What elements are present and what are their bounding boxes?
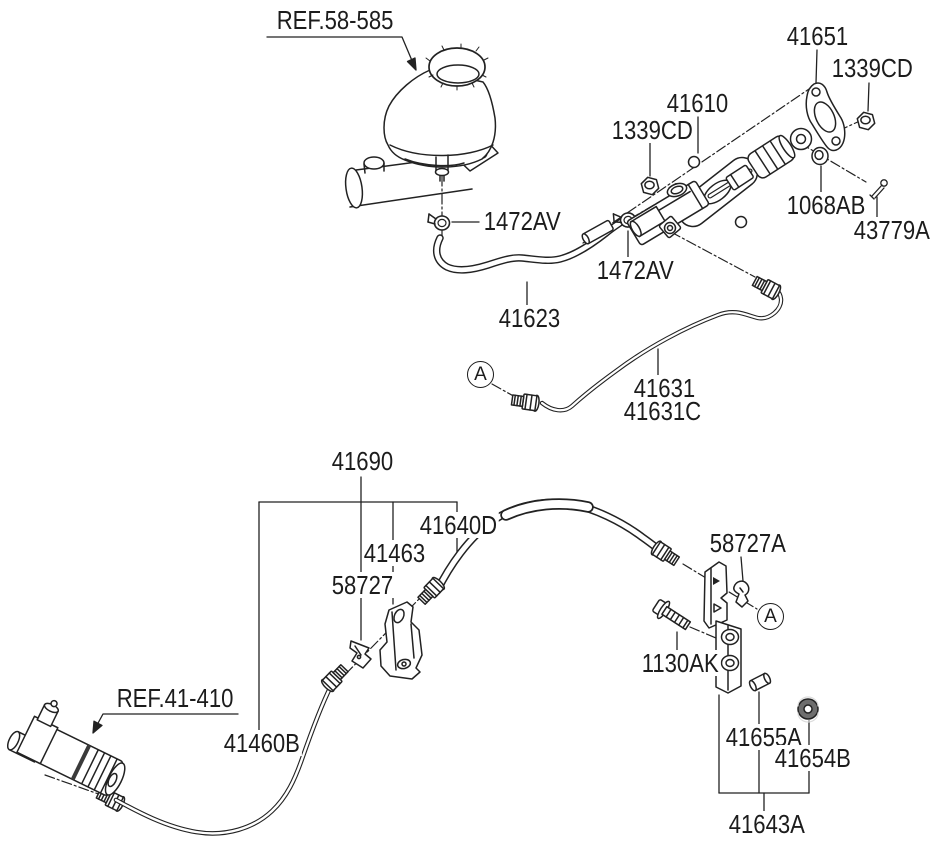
part-41640d-hose — [433, 498, 666, 595]
part-reservoir-ref-58-585 — [344, 43, 499, 209]
callout-41623: 41623 — [497, 303, 562, 333]
view-marker-a-top: A — [467, 361, 494, 388]
part-41460b-fitting-top — [319, 661, 351, 694]
callout-58727: 58727 — [330, 570, 395, 600]
part-41654b-grommet — [797, 696, 819, 723]
callout-41631c: 41631C — [622, 396, 703, 426]
callout-41640d: 41640D — [418, 510, 499, 540]
part-58727a-clip — [733, 580, 750, 608]
part-41460b-pipe — [113, 683, 334, 836]
callout-58727a: 58727A — [708, 528, 788, 558]
part-1130ak-bolt — [652, 599, 692, 631]
callout-1472av-top: 1472AV — [482, 206, 563, 236]
callout-41654b: 41654B — [773, 743, 853, 773]
callout-1472av-bottom: 1472AV — [595, 255, 676, 285]
part-41655a-spacer — [748, 672, 772, 692]
part-41610-master-cylinder — [581, 127, 813, 246]
callout-41610: 41610 — [665, 88, 730, 118]
callout-41463: 41463 — [362, 538, 427, 568]
part-41631-pipe — [539, 287, 784, 413]
part-41631-fitting-a — [510, 391, 541, 413]
callout-1130ak: 1130AK — [640, 648, 721, 678]
part-1068ab-washer — [811, 146, 829, 166]
callout-ref-58-585: REF.58-585 — [275, 5, 396, 35]
callout-41655a: 41655A — [724, 722, 804, 752]
part-41643a-bracket — [703, 561, 742, 694]
part-1472av-clamp-top — [427, 213, 451, 231]
part-41463-bracket — [379, 601, 423, 680]
part-43779a-pin — [869, 179, 888, 200]
callout-ref-41-410: REF.41-410 — [115, 683, 236, 713]
part-41631-fitting-b — [750, 273, 784, 302]
callout-41643a: 41643A — [727, 809, 807, 839]
part-58727-clip — [349, 640, 372, 669]
callout-1339cd-right: 1339CD — [830, 53, 915, 83]
view-marker-a-bottom: A — [757, 603, 784, 630]
part-1339cd-nut-right — [856, 111, 876, 131]
callout-41690: 41690 — [330, 446, 395, 476]
callout-41651: 41651 — [785, 21, 850, 51]
leader-lines — [92, 36, 878, 734]
callout-41460b: 41460B — [222, 728, 302, 758]
callout-41631: 41631 — [632, 373, 697, 403]
part-41651-gasket — [805, 82, 846, 152]
part-1339cd-nut-left — [640, 176, 660, 196]
callout-1339cd-left: 1339CD — [610, 115, 695, 145]
callout-1068ab: 1068AB — [785, 190, 868, 220]
part-release-cylinder-ref-41-410 — [6, 699, 126, 796]
callout-43779a: 43779A — [852, 215, 932, 245]
